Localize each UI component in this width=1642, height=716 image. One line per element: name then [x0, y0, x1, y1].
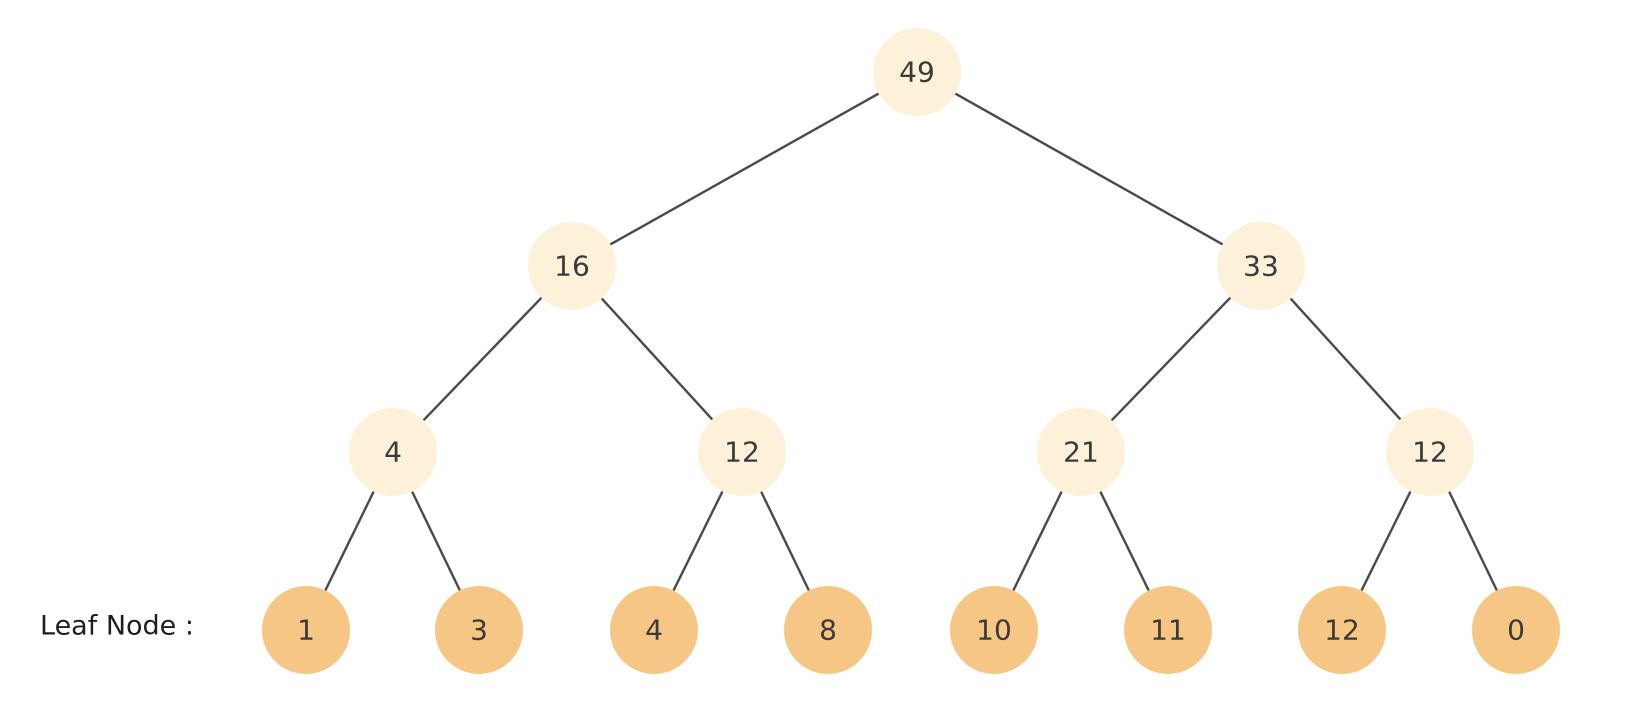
- leaf-node: 8: [784, 586, 872, 674]
- internal-node: 16: [528, 222, 616, 310]
- node-value: 12: [724, 436, 760, 469]
- leaf-node: 12: [1298, 586, 1386, 674]
- leaf-node-circle: [435, 586, 523, 674]
- tree-edge: [1290, 298, 1401, 420]
- node-value: 0: [1507, 614, 1525, 647]
- node-value: 4: [384, 436, 402, 469]
- node-value: 4: [645, 614, 663, 647]
- node-value: 33: [1243, 250, 1279, 283]
- tree-edge: [610, 92, 879, 246]
- node-value: 21: [1063, 436, 1099, 469]
- leaf-node: 10: [950, 586, 1038, 674]
- node-value: 11: [1150, 614, 1186, 647]
- internal-node-circle: [698, 408, 786, 496]
- tree-edge: [423, 297, 542, 421]
- internal-node: 33: [1217, 222, 1305, 310]
- leaf-node: 0: [1472, 586, 1560, 674]
- leaf-node-circle: [950, 586, 1038, 674]
- internal-node-circle: [1217, 222, 1305, 310]
- tree-edge: [601, 298, 713, 420]
- leaf-node-circle: [1472, 586, 1560, 674]
- node-value: 1: [297, 614, 315, 647]
- tree-edge: [760, 491, 810, 591]
- node-value: 8: [819, 614, 837, 647]
- leaf-node-circle: [1124, 586, 1212, 674]
- internal-node-circle: [873, 28, 961, 116]
- node-value: 49: [899, 56, 935, 89]
- internal-node: 4: [349, 408, 437, 496]
- leaf-node-caption: Leaf Node :: [40, 611, 194, 642]
- node-value: 12: [1324, 614, 1360, 647]
- node-value: 3: [470, 614, 488, 647]
- tree-nodes: 49 16 33 4 12 21 12 1 3 4 8 10 11 12 0: [262, 28, 1560, 674]
- tree-edge: [1111, 297, 1231, 421]
- tree-edge: [1099, 491, 1150, 591]
- internal-node: 49: [873, 28, 961, 116]
- internal-node-circle: [528, 222, 616, 310]
- tree-edge: [954, 92, 1224, 246]
- leaf-node: 4: [610, 586, 698, 674]
- leaf-node-circle: [784, 586, 872, 674]
- leaf-node: 1: [262, 586, 350, 674]
- node-value: 12: [1412, 436, 1448, 469]
- internal-node-circle: [1386, 408, 1474, 496]
- tree-edge: [1012, 491, 1063, 591]
- leaf-node: 3: [435, 586, 523, 674]
- tree-edge: [411, 491, 461, 591]
- internal-node-circle: [1037, 408, 1125, 496]
- tree-edge: [1448, 491, 1498, 591]
- leaf-node-circle: [610, 586, 698, 674]
- internal-node: 12: [698, 408, 786, 496]
- tree-edge: [672, 491, 724, 591]
- internal-node: 12: [1386, 408, 1474, 496]
- tree-edge: [324, 491, 375, 591]
- leaf-node: 11: [1124, 586, 1212, 674]
- node-value: 16: [554, 250, 590, 283]
- node-value: 10: [976, 614, 1012, 647]
- tree-edge: [1360, 491, 1412, 591]
- leaf-node-circle: [262, 586, 350, 674]
- leaf-node-circle: [1298, 586, 1386, 674]
- internal-node: 21: [1037, 408, 1125, 496]
- tree-edges: [324, 92, 1498, 591]
- internal-node-circle: [349, 408, 437, 496]
